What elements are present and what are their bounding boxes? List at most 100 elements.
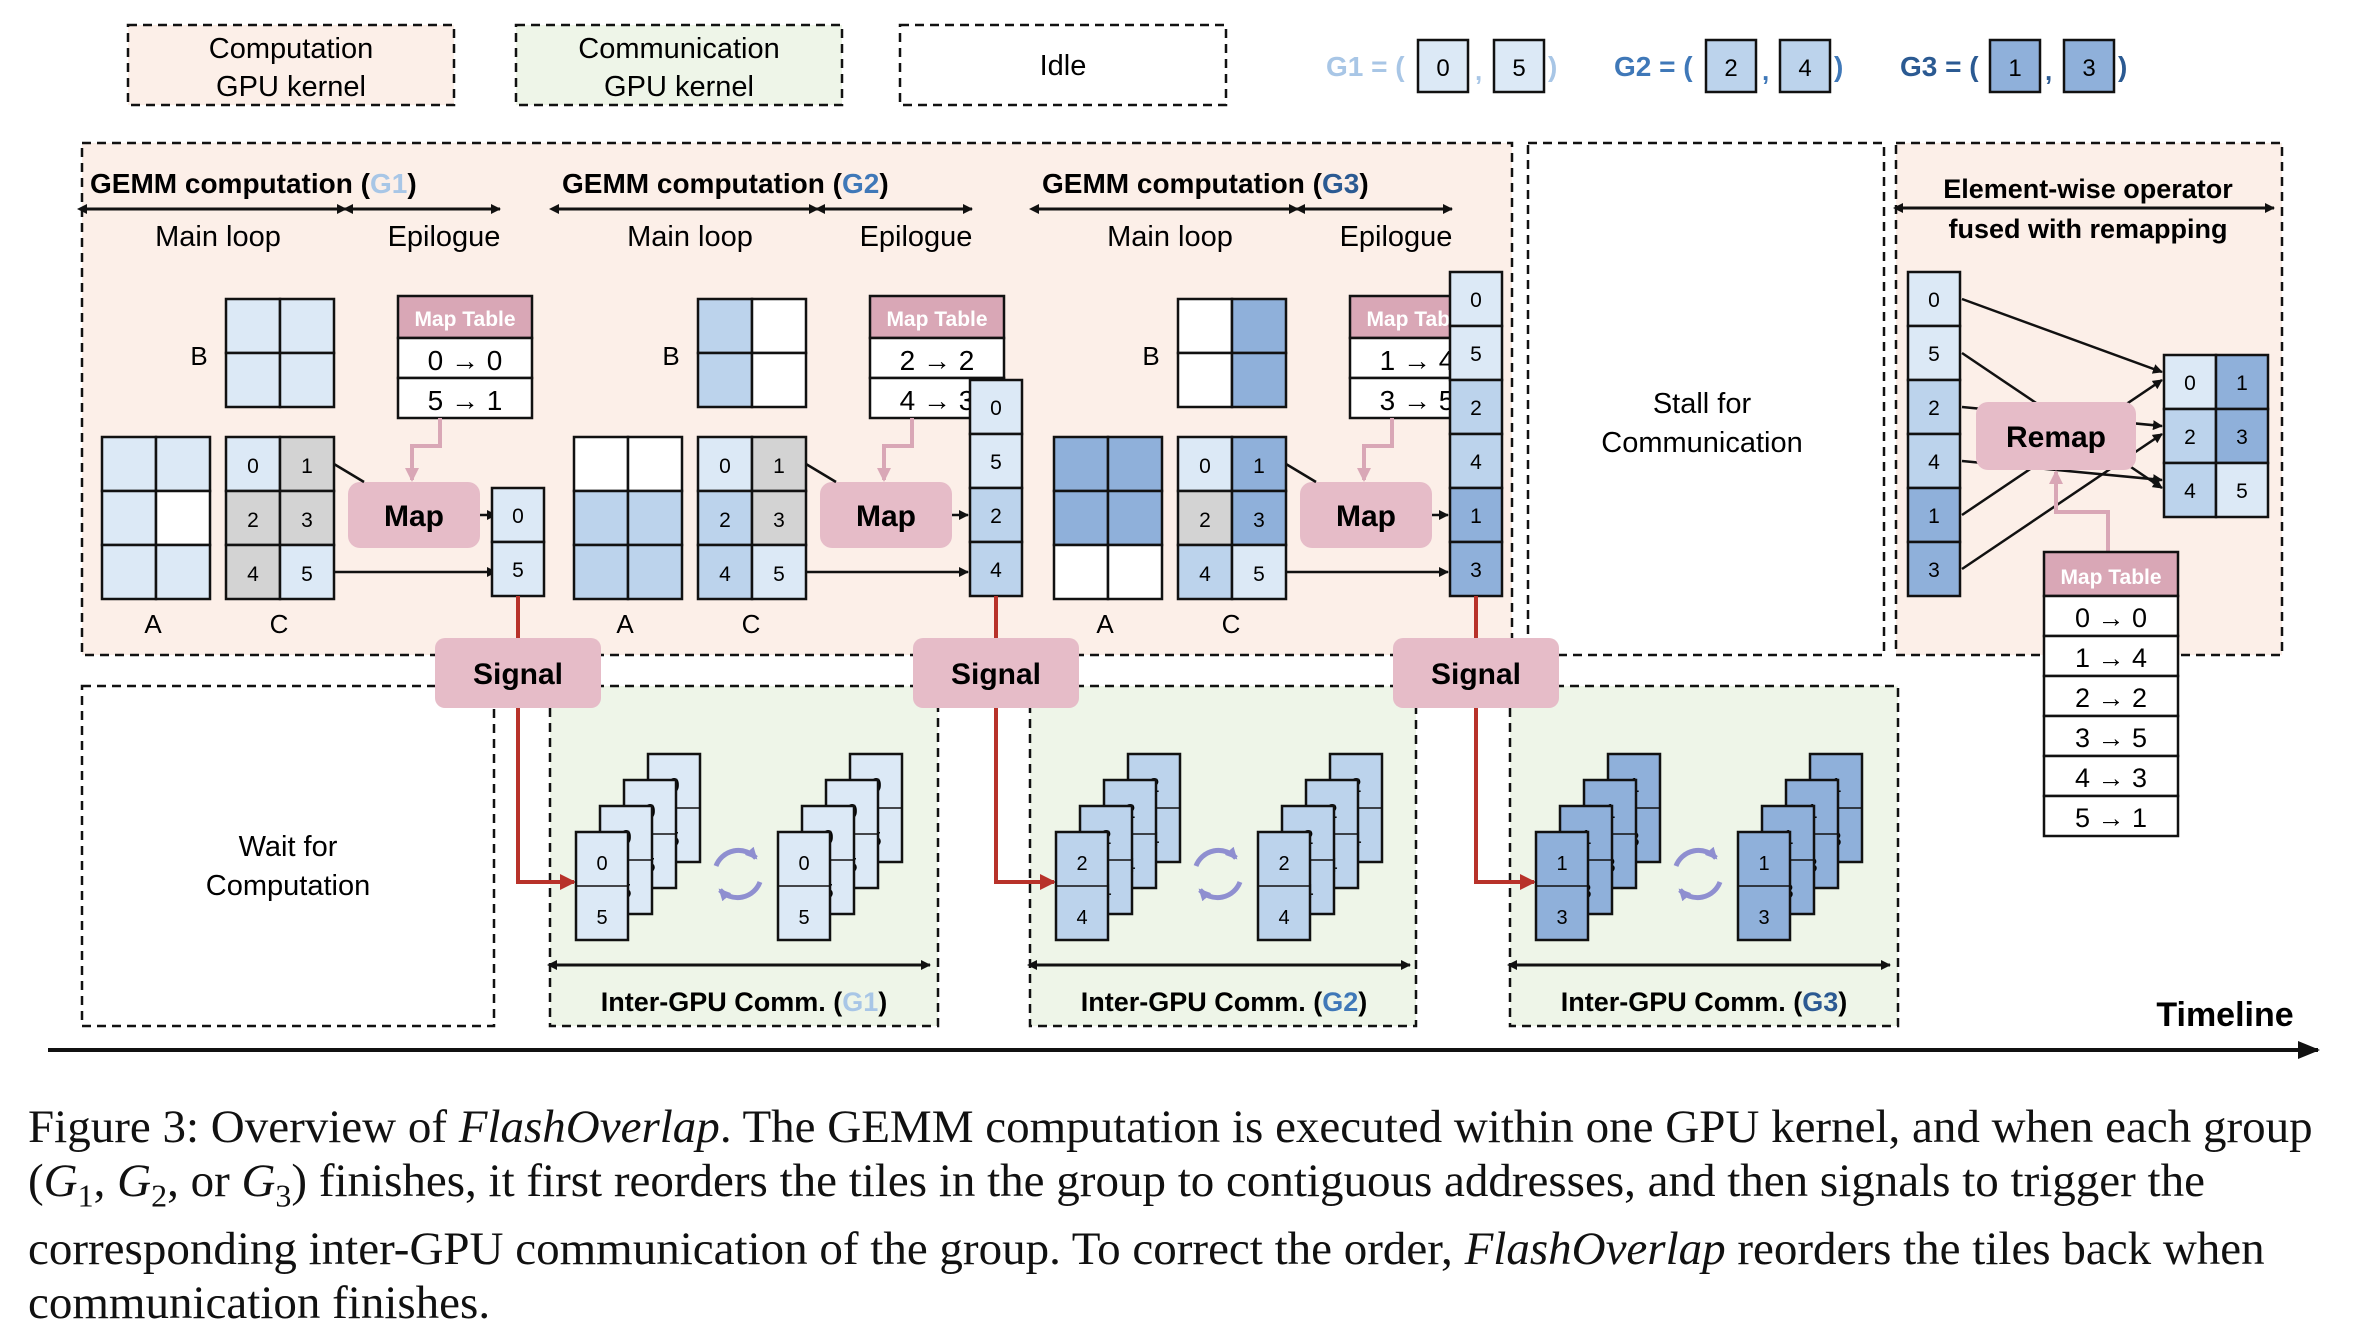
caption-fig: Figure 3: Overview of	[28, 1101, 459, 1153]
matrix-b	[696, 297, 808, 409]
legend-g2-tile-0: 2	[1724, 55, 1737, 82]
output-tile-label: 5	[512, 559, 524, 582]
legend-idle-label: Idle	[1040, 50, 1087, 82]
epilogue-label: Epilogue	[388, 221, 501, 253]
sync-cycle-icon	[713, 846, 763, 902]
matrix-a-cell	[572, 489, 630, 547]
output-tile	[1448, 486, 1504, 544]
signal-1: Signal	[435, 596, 601, 890]
ew-map-table-row: 2 → 2	[2075, 683, 2147, 713]
matrix-c-cell	[750, 543, 808, 601]
ew-output-tile	[2162, 407, 2218, 465]
tile-stack: 05050505	[776, 752, 904, 942]
legend-communication-line1: Communication	[578, 33, 779, 65]
legend-g1-tile-1: 5	[1512, 55, 1525, 82]
output-tile	[968, 486, 1024, 544]
signal-box	[435, 638, 601, 708]
gemm-title-group: G2	[842, 168, 879, 199]
matrix-a-cell	[626, 435, 684, 493]
ew-map-table-row: 0 → 0	[2075, 603, 2147, 633]
matrix-a-cell	[1052, 489, 1110, 547]
legend-g3-tile-0: 1	[2008, 55, 2021, 82]
matrix-a	[572, 435, 684, 601]
matrix-c-tile: 3	[301, 509, 313, 532]
matrix-b-cell	[1230, 297, 1288, 355]
signal-box	[1393, 638, 1559, 708]
matrix-c-tile: 1	[1253, 455, 1265, 478]
ew-map-table-row-bg	[2042, 754, 2180, 798]
c-to-map-arrow	[805, 462, 837, 484]
ew-output-tile-label: 1	[2236, 372, 2248, 395]
matrix-a-cell	[100, 435, 158, 493]
output-tile-label: 4	[990, 559, 1002, 582]
map-table-row: 0 → 0	[428, 345, 503, 376]
caption-t3: reorders the tiles back when communicati…	[28, 1223, 2265, 1330]
map-table-row: 2 → 2	[900, 345, 975, 376]
ew-map-table-row: 1 → 4	[2075, 643, 2147, 673]
stack-tile-top: 0	[596, 853, 607, 875]
matrix-c-cell	[1230, 435, 1288, 493]
tile-stack: 13131313	[1534, 752, 1662, 942]
matrix-b-cell	[224, 351, 282, 409]
matrix-b-cell	[1176, 297, 1234, 355]
comm-label-close: )	[878, 987, 887, 1017]
caption-name: FlashOverlap	[458, 1101, 720, 1153]
matrix-b-cell	[696, 351, 754, 409]
matrix-c-cell	[696, 489, 754, 547]
stack-tile-bottom: 4	[1278, 907, 1289, 929]
ew-input-tile-label: 2	[1928, 397, 1940, 420]
matrix-a-label: A	[1096, 609, 1114, 639]
ew-output-tile	[2162, 461, 2218, 519]
matrix-b-label: B	[190, 341, 207, 371]
map-table-row: 3 → 5	[1380, 385, 1455, 416]
matrix-a	[100, 435, 212, 601]
matrix-a-cell	[154, 489, 212, 547]
stack-tile-bottom: 5	[596, 907, 607, 929]
matrix-a-cell	[626, 489, 684, 547]
stack-tile-top: 2	[1076, 853, 1087, 875]
matrix-c-label: C	[742, 609, 761, 639]
matrix-c-label: C	[270, 609, 289, 639]
matrix-b-cell	[278, 297, 336, 355]
map-label: Map	[856, 500, 916, 533]
matrix-c-tile: 1	[773, 455, 785, 478]
sync-cycle-icon	[1193, 846, 1243, 902]
map-label: Map	[1336, 500, 1396, 533]
matrix-b	[224, 297, 336, 409]
comm-label-close: )	[1838, 987, 1847, 1017]
comm-panel-2: 2424242424242424Inter-GPU Comm. (G2)	[1027, 752, 1411, 1017]
matrix-a	[1052, 435, 1164, 601]
output-tile-label: 2	[1470, 397, 1482, 420]
svg-text:,: ,	[1762, 56, 1769, 86]
ew-output-tile	[2214, 461, 2270, 519]
svg-text:): )	[1834, 51, 1843, 82]
svg-text:,: ,	[2045, 56, 2052, 86]
matrix-a-cell	[1052, 543, 1110, 601]
svg-text:,: ,	[1475, 56, 1482, 86]
comm-panel-3: 1313131313131313Inter-GPU Comm. (G3)	[1507, 752, 1891, 1017]
matrix-c-cell	[1176, 435, 1234, 493]
ew-map-table-row: 3 → 5	[2075, 723, 2147, 753]
c-to-map-arrow	[333, 462, 365, 484]
legend-communication-line2: GPU kernel	[604, 71, 754, 103]
ew-map-table-row: 5 → 1	[2075, 803, 2147, 833]
comm-label-prefix: Inter-GPU Comm. (	[601, 987, 843, 1017]
c-to-map-arrow	[1285, 462, 1317, 484]
legend-computation-line2: GPU kernel	[216, 71, 366, 103]
matrix-c-tile: 5	[301, 563, 313, 586]
output-tile-label: 0	[1470, 289, 1482, 312]
stall-label-line2: Communication	[1601, 427, 1802, 459]
output-tile-label: 1	[1470, 505, 1482, 528]
gemm-title-prefix: GEMM computation (	[90, 168, 371, 199]
ew-output-tile-label: 2	[2184, 426, 2196, 449]
gemm-title: GEMM computation (G2)	[562, 168, 889, 199]
map-table-row-bg	[396, 376, 534, 420]
svg-text:): )	[2118, 51, 2127, 82]
matrix-a-label: A	[616, 609, 634, 639]
signal-box	[913, 638, 1079, 708]
map-table-row: 1 → 4	[1380, 345, 1455, 376]
matrix-c-tile: 0	[719, 455, 731, 478]
stack-tile-bottom: 3	[1758, 907, 1769, 929]
signal-label: Signal	[951, 658, 1041, 691]
